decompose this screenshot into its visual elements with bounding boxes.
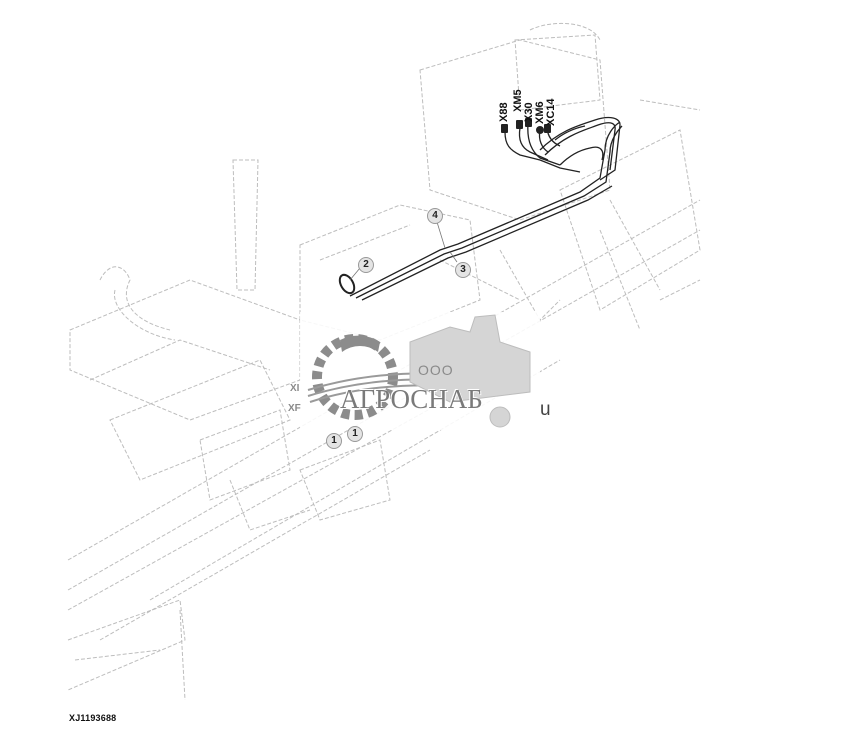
partial-label-xf: XF [288, 403, 301, 414]
partial-label-xi: XI [290, 383, 300, 394]
connector-label-x88: X88 [498, 102, 510, 122]
figure-id: XJ1193688 [69, 713, 117, 723]
callout-3: 3 [455, 262, 471, 278]
connector-label-xc14: XC14 [545, 98, 557, 126]
callout-1a: 1 [326, 433, 342, 449]
watermark-prefix: ООО [418, 362, 454, 378]
watermark-logo [307, 314, 531, 428]
watermark-name: АГРОСНАБ [340, 384, 483, 414]
callout-1b: 1 [347, 426, 363, 442]
watermark-suffix: u [540, 399, 551, 420]
callout-2: 2 [358, 257, 374, 273]
callout-4: 4 [427, 208, 443, 224]
